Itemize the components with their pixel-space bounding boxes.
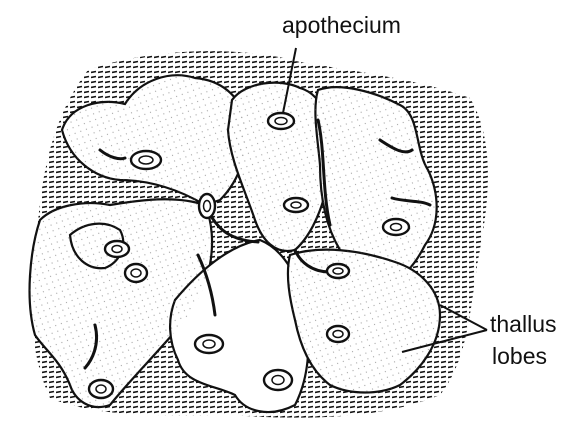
apothecium-disc xyxy=(105,241,129,257)
apothecium-disc xyxy=(131,151,161,169)
apothecium-disc xyxy=(327,326,349,342)
apothecium-disc xyxy=(268,113,294,129)
apothecium-disc xyxy=(125,264,147,282)
apothecium-disc xyxy=(327,264,349,278)
apothecium-disc xyxy=(199,194,215,218)
apothecium-disc xyxy=(383,219,409,235)
apothecium-disc xyxy=(89,380,113,398)
apothecium-disc xyxy=(284,198,308,212)
apothecium-disc xyxy=(195,335,223,353)
thallus-lobes-label-line2: lobes xyxy=(492,345,547,368)
apothecium-disc xyxy=(264,370,292,390)
apothecium-label: apothecium xyxy=(282,14,401,37)
thallus-lobes-label-line1: thallus xyxy=(490,313,556,336)
